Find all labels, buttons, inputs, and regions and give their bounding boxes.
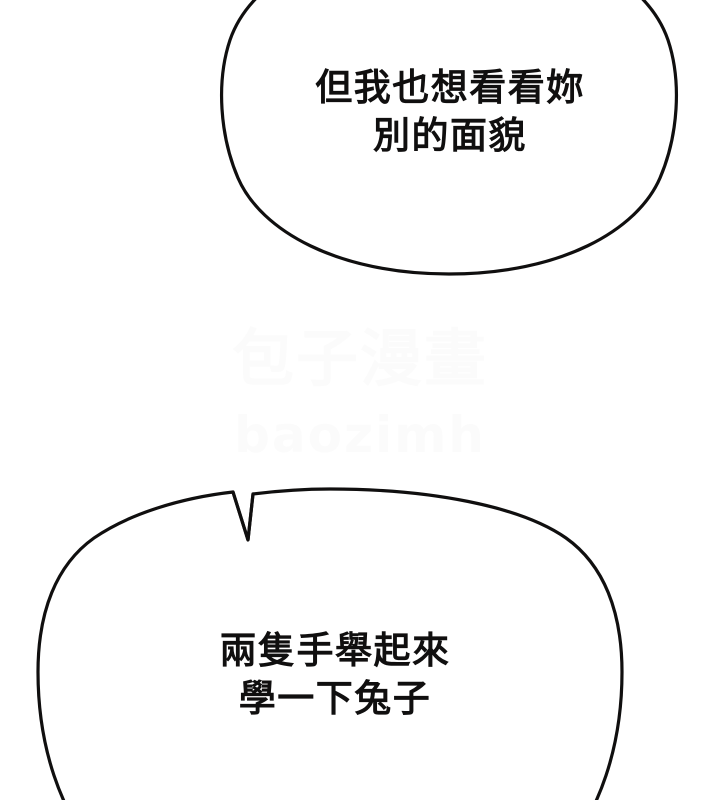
speech-bubble-2[interactable] [36, 487, 624, 800]
bubble-1-line-2: 別的面貌 [373, 114, 527, 158]
bubble-2-line-2: 學一下兔子 [238, 677, 432, 721]
speech-bubble-1[interactable] [220, 0, 678, 276]
speech-bubble-1-text: 但我也想看看妳 別的面貌 [225, 64, 675, 160]
speech-bubble-2-outline [36, 487, 624, 800]
bubble-2-line-1: 兩隻手舉起來 [219, 629, 451, 672]
speech-bubble-2-tail [231, 490, 255, 541]
watermark-row-2: baozimh [234, 406, 486, 464]
bubble-1-line-1: 但我也想看看妳 [315, 66, 585, 109]
speech-bubble-2-text: 兩隻手舉起來 學一下兔子 [110, 627, 560, 723]
watermark-row-1: 包子漫畫 [232, 322, 488, 395]
speech-bubble-1-outline [220, 0, 678, 276]
